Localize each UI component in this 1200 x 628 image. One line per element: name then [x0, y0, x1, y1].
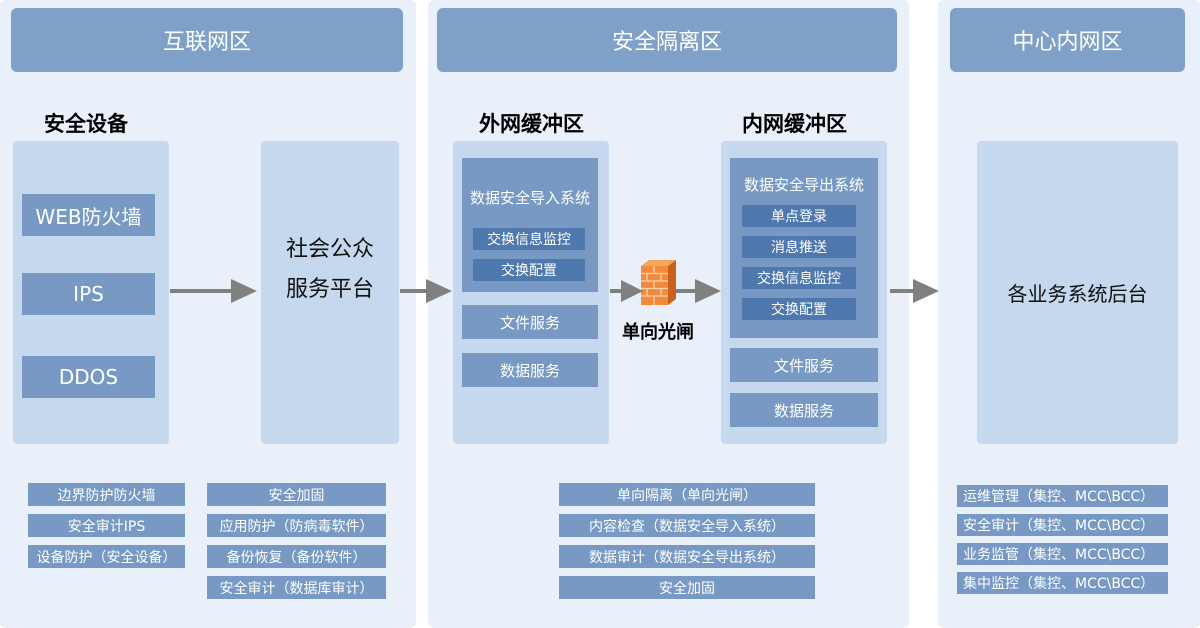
security-devices-heading: 安全设备: [44, 112, 128, 136]
internet-tag: 安全审计（数据库审计）: [207, 576, 386, 599]
web-firewall-box: WEB防火墙: [22, 194, 155, 236]
firewall-icon: [641, 260, 676, 305]
import-system-title: 数据安全导入系统: [469, 189, 590, 207]
public-service-line1: 社会公众: [285, 237, 374, 262]
ddos-box: DDOS: [22, 356, 155, 398]
zone-title: 中心内网区: [1012, 30, 1123, 55]
file-service-box: 文件服务: [462, 305, 598, 339]
zone-header-isolation: 安全隔离区: [437, 8, 897, 72]
zone-title: 互联网区: [162, 30, 251, 55]
intranet-tag: 安全审计（集控、MCC\BCC）: [957, 514, 1168, 536]
internet-tag: 安全加固: [207, 483, 386, 506]
public-service-line2: 服务平台: [285, 277, 374, 302]
exchange-monitor-box: 交换信息监控: [742, 267, 856, 289]
zone-header-intranet: 中心内网区: [950, 8, 1185, 72]
isolation-tag: 数据审计（数据安全导出系统）: [559, 545, 815, 568]
zone-internet: 互联网区 安全设备 WEB防火墙 IPS DDOS 社会公众 服务平台 边界防护…: [0, 0, 416, 628]
isolation-tag: 单向隔离（单向光闸）: [559, 483, 815, 506]
ips-box: IPS: [22, 273, 155, 315]
backend-panel: [977, 141, 1178, 444]
zone-title: 安全隔离区: [611, 30, 722, 55]
data-service-box: 数据服务: [462, 353, 598, 387]
internet-tag: 设备防护（安全设备）: [28, 545, 185, 568]
internet-tag: 应用防护（防病毒软件）: [207, 514, 386, 537]
intranet-tag: 运维管理（集控、MCC\BCC）: [957, 485, 1168, 507]
intranet-tag: 业务监管（集控、MCC\BCC）: [957, 543, 1168, 565]
internet-tag: 安全审计IPS: [28, 514, 185, 537]
message-push-box: 消息推送: [742, 236, 856, 258]
zone-header-internet: 互联网区: [11, 8, 403, 72]
inner-buffer-heading: 内网缓冲区: [742, 112, 847, 136]
zone-isolation: 安全隔离区 外网缓冲区 内网缓冲区 数据安全导入系统 交换信息监控 交换配置 文…: [428, 0, 909, 628]
sso-box: 单点登录: [742, 205, 856, 227]
outer-buffer-heading: 外网缓冲区: [479, 112, 584, 136]
backend-label: 各业务系统后台: [1007, 282, 1148, 306]
internet-tag: 备份恢复（备份软件）: [207, 545, 386, 568]
intranet-tag: 集中监控（集控、MCC\BCC）: [957, 572, 1168, 594]
public-service-label: 社会公众 服务平台: [261, 230, 399, 310]
exchange-config-box: 交换配置: [742, 298, 856, 320]
internet-tag: 边界防护防火墙: [28, 483, 185, 506]
exchange-monitor-box: 交换信息监控: [473, 228, 585, 250]
file-service-box: 文件服务: [730, 348, 878, 382]
isolation-tag: 内容检查（数据安全导入系统）: [559, 514, 815, 537]
gateway-label: 单向光闸: [622, 322, 694, 343]
public-service-panel: [261, 141, 399, 444]
data-service-box: 数据服务: [730, 393, 878, 427]
export-system-title: 数据安全导出系统: [743, 176, 864, 194]
isolation-tag: 安全加固: [559, 576, 815, 599]
exchange-config-box: 交换配置: [473, 259, 585, 281]
zone-intranet: 中心内网区 各业务系统后台 运维管理（集控、MCC\BCC） 安全审计（集控、M…: [938, 0, 1200, 628]
